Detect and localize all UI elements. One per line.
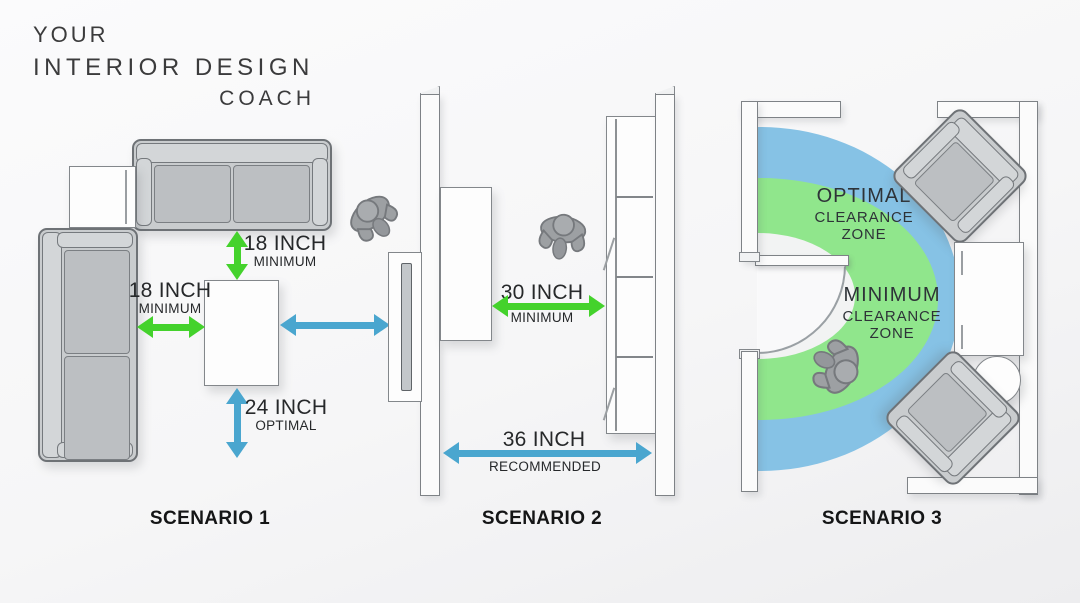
minimum-zone-label: MINIMUM CLEARANCE ZONE bbox=[842, 284, 942, 343]
side-table bbox=[69, 166, 136, 228]
brand-logo: YOUR INTERIOR DESIGN COACH bbox=[33, 22, 315, 111]
scenario-3-label: SCENARIO 3 bbox=[821, 508, 943, 529]
measurement-36in: 36 INCH RECOMMENDED bbox=[489, 428, 602, 475]
measurement-24in: 24 INCH OPTIMAL bbox=[244, 396, 328, 434]
wall-end-cap bbox=[739, 252, 760, 262]
measurement-18in-sofa: 18 INCH MINIMUM bbox=[243, 232, 327, 270]
bookshelf bbox=[602, 116, 656, 434]
clearance-arrow-18in-horizontal bbox=[137, 316, 205, 339]
person-figure-leaning bbox=[350, 195, 399, 242]
optimal-zone-label: OPTIMAL CLEARANCE ZONE bbox=[814, 185, 914, 244]
scenario-1-label: SCENARIO 1 bbox=[149, 508, 271, 529]
wall-top-left-vertical bbox=[741, 101, 758, 261]
measurement-30in: 30 INCH MINIMUM bbox=[500, 281, 584, 326]
person-figure-walking bbox=[538, 213, 587, 260]
passage-wall bbox=[655, 94, 675, 496]
coffee-table bbox=[204, 280, 279, 386]
clearance-arrow-table-to-tv bbox=[280, 314, 390, 337]
wall-bottom-left-vertical bbox=[741, 351, 758, 492]
scenario-2-label: SCENARIO 2 bbox=[481, 508, 603, 529]
tv-panel bbox=[388, 252, 422, 402]
door bbox=[755, 255, 849, 266]
wall-right-bottom-horizontal bbox=[907, 477, 1038, 494]
media-wall bbox=[420, 94, 440, 496]
clearance-arrow-36in bbox=[443, 442, 652, 465]
clearance-arrow-24in-vertical bbox=[226, 388, 249, 458]
media-console bbox=[440, 187, 492, 341]
person-figure-entering bbox=[812, 339, 859, 394]
sofa-top bbox=[132, 139, 332, 231]
brand-line3: COACH bbox=[219, 87, 315, 110]
brand-line2: INTERIOR DESIGN bbox=[33, 54, 314, 81]
clearance-arrow-18in-vertical bbox=[226, 231, 249, 280]
brand-line1: YOUR bbox=[33, 22, 109, 47]
clearance-arrow-30in bbox=[492, 295, 605, 318]
tv-icon bbox=[401, 263, 412, 391]
sofa-left bbox=[38, 228, 138, 462]
console-table bbox=[954, 242, 1024, 356]
measurement-18in-side: 18 INCH MINIMUM bbox=[128, 279, 212, 317]
